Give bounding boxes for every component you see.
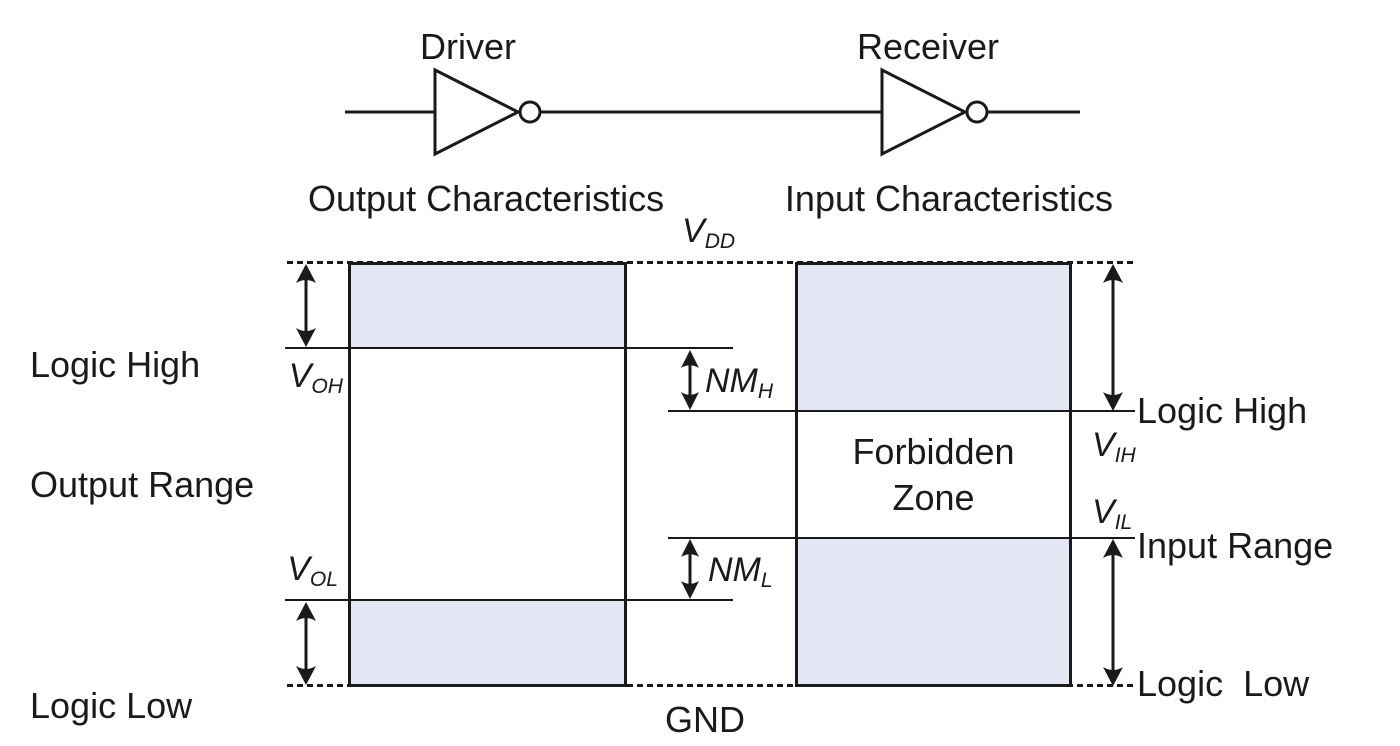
voh-level-line [285,347,733,349]
output-characteristics-box [348,262,627,687]
vdd-label: VDD [682,212,736,253]
vdd-rail-line [287,261,1136,264]
driver-label: Driver [420,26,516,67]
logic-high-output-arrow [296,264,316,347]
forbidden-zone-line1: Forbidden [852,430,1015,472]
logic-high-input-arrow [1103,264,1123,411]
output-characteristics-title: Output Characteristics [308,178,665,219]
logic-high-output-region [351,265,624,348]
logic-high-input-range-label: Logic High Input Range [1137,390,1334,566]
logic-low-output-arrow [296,602,316,685]
voh-label: VOH [288,357,343,398]
driver-bubble-icon [518,100,542,124]
vol-level-line [285,599,733,601]
forbidden-zone-region: Forbidden Zone [798,411,1069,538]
logic-low-input-range-label: Logic Low Input Range [1137,663,1310,704]
logic-low-output-region [351,600,624,684]
logic-low-output-range-label: Logic Low Output Range [30,685,193,726]
driver-receiver-circuit [345,67,1080,157]
nml-label: NML [708,551,773,592]
receiver-label: Receiver [856,26,1000,67]
gnd-label: GND [665,699,745,740]
forbidden-zone-line2: Zone [892,476,975,518]
nml-arrow [681,539,699,599]
vih-level-line [668,410,1135,412]
logic-high-input-region [798,265,1069,411]
vol-label: VOL [287,550,338,591]
logic-high-output-range-label: Logic High Output Range [30,344,255,505]
logic-low-input-region [798,538,1069,684]
vil-label: VIL [1092,493,1133,534]
input-characteristics-title: Input Characteristics [784,178,1114,219]
nmh-arrow [681,350,699,410]
input-characteristics-box: Forbidden Zone [795,262,1072,687]
driver-inverter-icon [433,67,522,157]
nmh-label: NMH [705,362,774,403]
receiver-bubble-icon [965,100,989,124]
vih-label: VIH [1092,426,1136,467]
receiver-inverter-icon [880,67,969,157]
logic-low-input-arrow [1103,539,1123,686]
vil-level-line [668,537,1135,539]
gnd-rail-line [287,684,1136,687]
